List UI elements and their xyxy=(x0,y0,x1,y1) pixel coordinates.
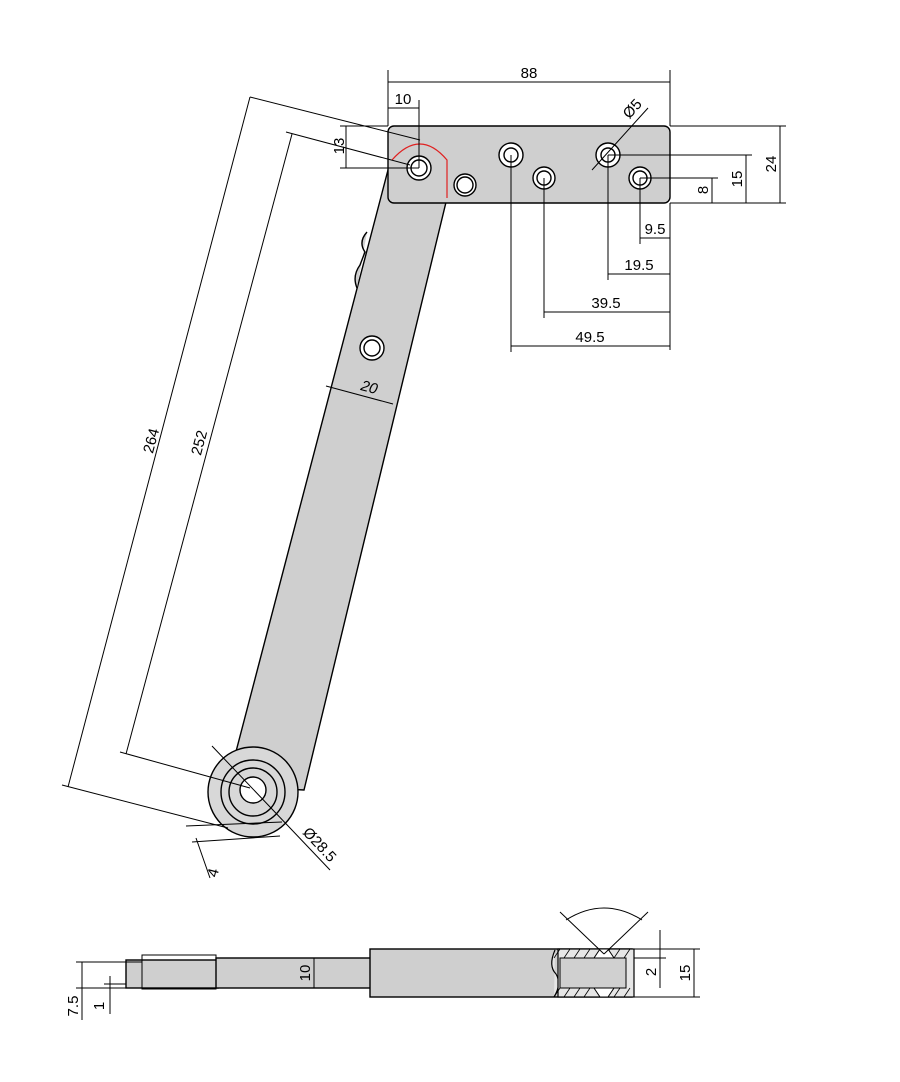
dim-side-15-label: 15 xyxy=(677,965,694,982)
dim-side-2: 2 xyxy=(634,930,666,988)
dim-264: 264 xyxy=(61,96,421,829)
side-view: 10 15 2 7.5 1 xyxy=(65,907,700,1020)
dim-20: 20 xyxy=(325,377,394,405)
dim-8-label: 8 xyxy=(695,186,712,194)
dim-19-5: 19.5 xyxy=(607,155,670,280)
dim-side-10: 10 xyxy=(297,958,315,988)
dim-side-2-label: 2 xyxy=(643,968,660,976)
dim-10: 10 xyxy=(388,91,420,168)
dim-side-1: 1 xyxy=(91,976,126,1014)
side-arm xyxy=(215,957,373,989)
dim-15-label: 15 xyxy=(729,171,746,188)
dim-8: 8 xyxy=(640,177,718,203)
dim-d5-label: Ø5 xyxy=(620,96,646,122)
dim-24: 24 xyxy=(670,125,786,204)
dim-side-10-label: 10 xyxy=(297,965,314,982)
dim-49-5: 49.5 xyxy=(510,155,670,352)
dim-20-label: 20 xyxy=(358,377,380,398)
dim-side-7-5: 7.5 xyxy=(65,961,142,1020)
dim-49-5-label: 49.5 xyxy=(575,329,604,346)
dim-90-angle xyxy=(559,907,649,955)
dim-side-1-label: 1 xyxy=(91,1002,108,1010)
dim-39-5: 39.5 xyxy=(543,178,670,318)
dim-252-label: 252 xyxy=(188,429,211,458)
dim-88: 88 xyxy=(387,65,671,126)
plate-hole xyxy=(456,176,474,194)
roller xyxy=(207,746,299,838)
dim-24-label: 24 xyxy=(763,156,780,173)
pivot-outline xyxy=(391,143,448,198)
dim-19-5-label: 19.5 xyxy=(624,257,653,274)
arm-body xyxy=(226,169,448,791)
arm-notch xyxy=(354,231,368,289)
side-roller-block xyxy=(125,959,219,989)
dim-39-5-label: 39.5 xyxy=(591,295,620,312)
dim-9-5-label: 9.5 xyxy=(645,221,666,238)
dim-264-label: 264 xyxy=(140,427,163,456)
dim-side-15: 15 xyxy=(634,948,700,998)
dim-88-label: 88 xyxy=(521,65,538,82)
dim-252: 252 xyxy=(119,131,411,789)
dim-4-label: 4 xyxy=(204,867,223,879)
dim-side-7-5-label: 7.5 xyxy=(65,996,82,1017)
dim-9-5: 9.5 xyxy=(639,178,671,350)
arm-hole xyxy=(363,339,381,357)
side-section-hatch xyxy=(553,948,635,998)
dim-10-label: 10 xyxy=(395,91,412,108)
top-view: 88 10 13 Ø5 24 xyxy=(61,65,786,879)
dim-15: 15 xyxy=(608,154,752,203)
